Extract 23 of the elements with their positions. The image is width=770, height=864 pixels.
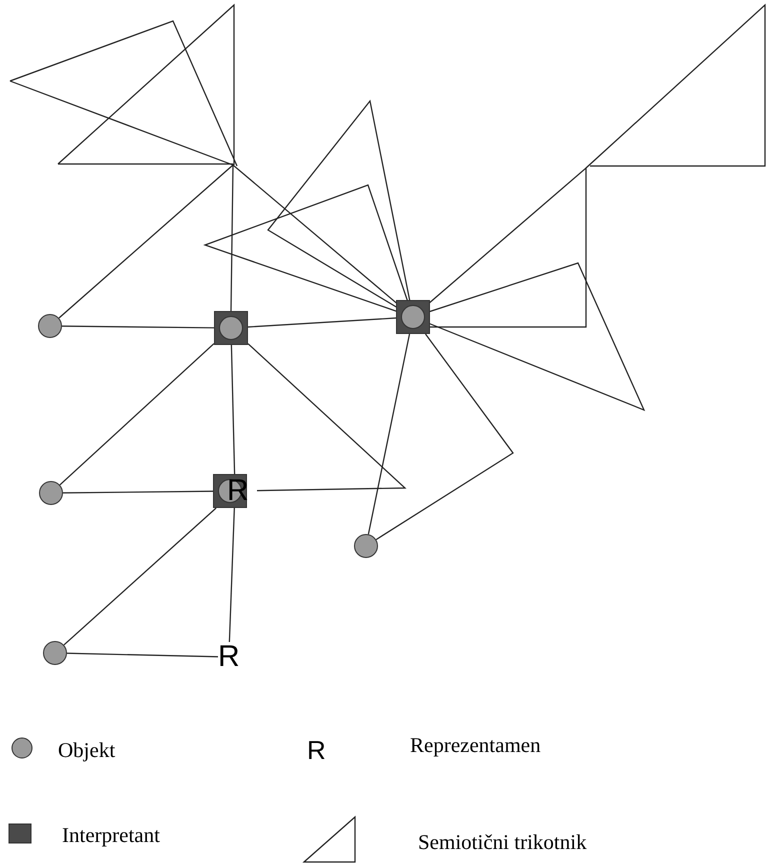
object-circle [354,534,378,558]
representamen-symbol: R [307,735,326,766]
legend-text: Semiotični trikotnik [418,830,587,855]
connector-line [59,343,214,486]
object-circle [38,314,62,338]
interpretant-square [396,300,430,334]
object-circle [43,641,67,665]
connector-line [228,508,235,642]
connector-line [368,334,410,534]
legend-text: Objekt [58,738,116,763]
connector-line [64,508,217,646]
connector-line [248,317,396,328]
connector-line [376,334,514,540]
legend-text: Interpretant [62,823,160,848]
connector-line [66,652,218,658]
interpretant-square [214,311,248,345]
legend-text: Reprezentamen [410,733,541,758]
connector-line [62,326,214,328]
object-circle [39,481,63,505]
connector-line [248,343,407,492]
connector-line [63,490,213,494]
connector-line [230,344,236,474]
representamen-letter: R [218,642,240,672]
